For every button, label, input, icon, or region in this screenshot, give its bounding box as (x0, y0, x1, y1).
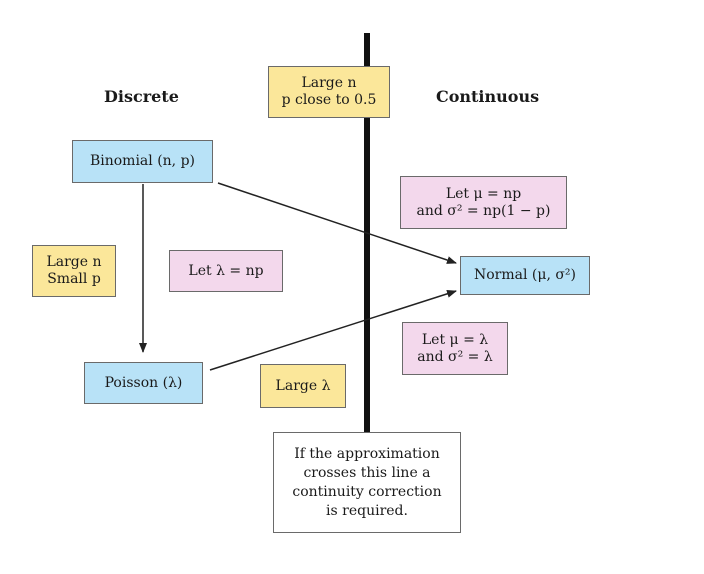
normal-label: Normal (μ, σ²) (473, 267, 576, 283)
continuous-heading: Continuous (436, 87, 540, 106)
formula-line: Let λ = np (188, 262, 264, 279)
arrow-poisson-to-normal (209, 289, 457, 371)
note-line: crosses this line a (303, 464, 431, 481)
binomial-box: Binomial (n, p) (72, 140, 213, 183)
poisson-box: Poisson (λ) (84, 362, 203, 404)
poisson-label: Poisson (λ) (104, 374, 183, 391)
condition-line: Large n (301, 75, 357, 91)
let-lambda-np-box: Let λ = np (169, 250, 283, 292)
let-mu-np-box: Let μ = np and σ² = np(1 − p) (400, 176, 567, 229)
large-n-small-p-condition: Large n Small p (32, 245, 116, 297)
formula-line: Let μ = np (445, 185, 522, 202)
condition-line: Small p (47, 271, 101, 287)
formula-line: and σ² = np(1 − p) (416, 202, 551, 219)
binomial-label: Binomial (n, p) (89, 153, 196, 169)
large-n-p-half-condition: Large n p close to 0.5 (268, 66, 390, 118)
formula-line: and σ² = λ (417, 348, 493, 365)
let-mu-lambda-box: Let μ = λ and σ² = λ (402, 322, 508, 375)
arrow-binomial-to-normal (217, 182, 457, 264)
large-lambda-condition: Large λ (260, 364, 346, 408)
condition-line: Large n (46, 254, 102, 270)
continuity-correction-note: If the approximation crosses this line a… (273, 432, 461, 533)
note-line: is required. (326, 502, 408, 519)
note-line: If the approximation (294, 445, 440, 462)
condition-line: p close to 0.5 (281, 92, 377, 108)
condition-line: Large λ (275, 377, 331, 394)
formula-line: Let μ = λ (421, 331, 489, 348)
discrete-heading: Discrete (104, 87, 179, 106)
normal-box: Normal (μ, σ²) (460, 256, 590, 295)
note-line: continuity correction (292, 483, 442, 500)
